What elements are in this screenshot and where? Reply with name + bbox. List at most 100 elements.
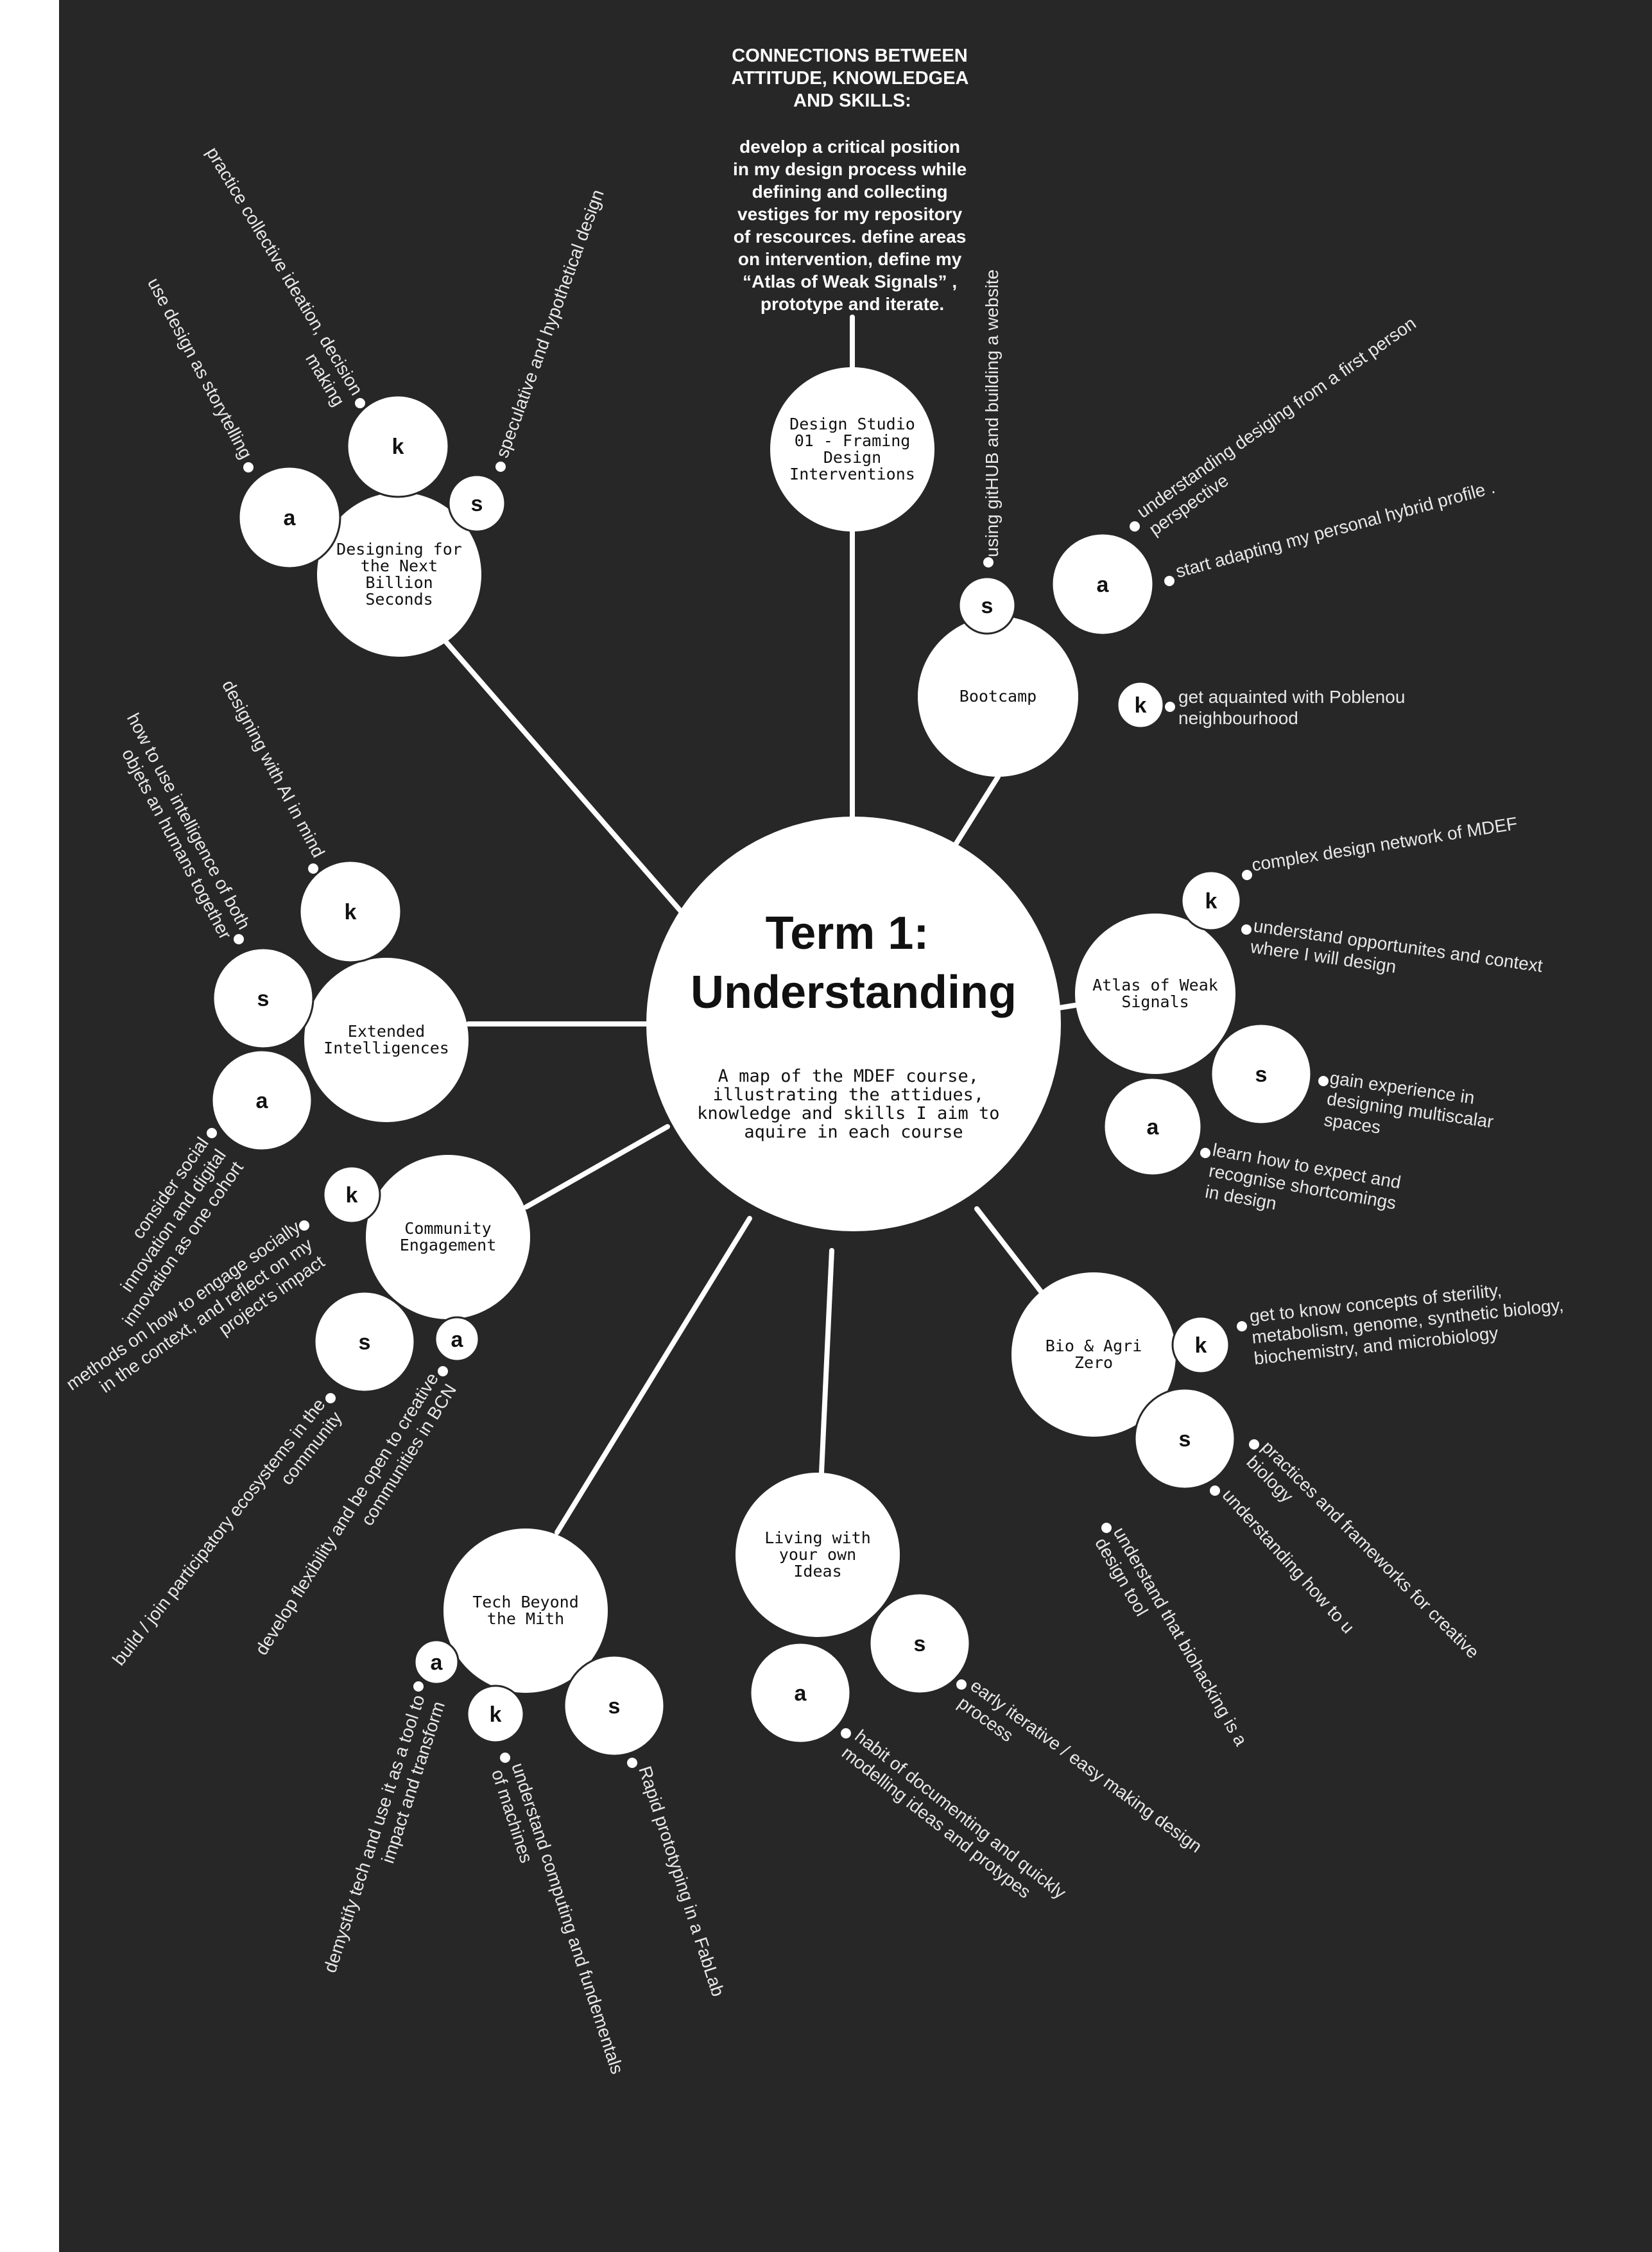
annotation-dot <box>299 1220 309 1231</box>
heading-block: CONNECTIONS BETWEEN ATTITUDE, KNOWLEDGEA… <box>732 46 974 314</box>
a-bubble-billion <box>237 465 341 569</box>
heading-body-line: prototype and iterate. <box>761 294 944 314</box>
heading-title-line: AND SKILLS: <box>793 91 911 111</box>
s-bubble-bootcamp <box>958 576 1017 635</box>
course-label-line: Living with <box>764 1529 871 1547</box>
s-bubble-letter: s <box>359 1330 371 1355</box>
s-bubble-billion <box>447 474 506 533</box>
course-label-line: Zero <box>1074 1353 1113 1372</box>
center-title-line: Understanding <box>691 967 1017 1018</box>
annotation-dot <box>1101 1523 1112 1533</box>
center-title-line: Term 1: <box>766 908 929 959</box>
a-bubble-letter: a <box>1147 1115 1160 1139</box>
annotation-line: get aquainted with Poblenou <box>1178 687 1405 707</box>
course-label-line: Design <box>823 448 881 467</box>
a-bubble-letter: a <box>451 1328 464 1352</box>
center-subtitle-line: knowledge and skills I aim to <box>697 1104 999 1123</box>
k-bubble-billion <box>346 394 450 498</box>
a-bubble-atlas <box>1103 1077 1203 1177</box>
a-bubble-living <box>749 1641 852 1744</box>
course-circle-design-studio <box>770 367 934 532</box>
a-bubble-community <box>434 1316 480 1362</box>
course-label-line: Signals <box>1121 992 1189 1011</box>
course-label-line: the Next <box>361 557 438 575</box>
connector-line-bio-agri <box>974 1206 1044 1294</box>
course-label-line: Bio & Agri <box>1045 1337 1142 1355</box>
heading-title: CONNECTIONS BETWEEN ATTITUDE, KNOWLEDGEA… <box>732 46 974 111</box>
course-circle-living <box>736 1473 900 1637</box>
course-circle-billion <box>317 492 481 657</box>
k-bubble-letter: k <box>490 1702 502 1727</box>
a-bubble-letter: a <box>431 1650 443 1675</box>
k-bubble-bootcamp <box>1116 680 1165 729</box>
course-label-line: the Mith <box>487 1609 564 1628</box>
course-circle-community <box>366 1155 530 1319</box>
annotation-dot <box>355 398 365 408</box>
annotation-dot <box>1200 1148 1210 1158</box>
course-circle-extended <box>304 958 469 1122</box>
k-bubble-extended <box>298 860 402 964</box>
course-label-line: Designing for <box>336 540 462 559</box>
heading-title-line: ATTITUDE, KNOWLEDGEA <box>732 68 969 89</box>
annotation-dot <box>1237 1321 1247 1331</box>
s-bubble-letter: s <box>608 1694 621 1719</box>
course-label-line: 01 - Framing <box>795 431 911 450</box>
heading-body-line: defining and collecting <box>752 182 948 202</box>
heading-body-line: “Atlas of Weak Signals” , <box>743 272 957 291</box>
heading-body-line: vestiges for my repository <box>737 204 963 224</box>
annotation-dot <box>500 1753 510 1763</box>
course-label-line: Seconds <box>365 590 433 609</box>
heading-body-line: in my design process while <box>733 159 967 179</box>
k-bubble-bio-agri <box>1171 1315 1230 1374</box>
s-bubble-bio-agri <box>1133 1387 1236 1490</box>
annotation-dot <box>308 863 318 874</box>
course-label-line: Tech Beyond <box>472 1593 579 1611</box>
center-subtitle-line: A map of the MDEF course, <box>718 1066 979 1086</box>
k-bubble-letter: k <box>346 1183 358 1208</box>
course-label-line: Design Studio <box>789 415 915 433</box>
a-bubble-letter: a <box>1097 573 1110 597</box>
heading-body-line: of rescources. define areas <box>734 227 967 247</box>
annotation-dot <box>495 462 506 472</box>
course-label-line: Billion <box>365 573 433 592</box>
a-bubble-letter: a <box>795 1681 807 1706</box>
course-circle-bootcamp <box>918 616 1078 777</box>
k-bubble-letter: k <box>345 900 357 924</box>
annotation-dot <box>983 557 994 567</box>
course-label-line: your own <box>779 1545 856 1564</box>
course-label-line: Ideas <box>793 1562 841 1581</box>
course-label-line: Interventions <box>789 465 915 483</box>
center-subtitle-line: illustrating the attidues, <box>713 1085 985 1105</box>
connector-line-living <box>819 1248 834 1475</box>
center-circle <box>646 817 1061 1231</box>
a-bubble-extended <box>211 1049 313 1152</box>
k-bubble-letter: k <box>392 435 404 459</box>
course-circle-bio-agri <box>1011 1272 1176 1437</box>
k-bubble-community <box>322 1165 381 1224</box>
annotation-dot <box>1241 924 1252 935</box>
s-bubble-extended <box>212 947 314 1050</box>
k-bubble-tech <box>466 1685 525 1744</box>
s-bubble-letter: s <box>257 987 270 1011</box>
annotation-dot <box>438 1366 448 1376</box>
heading-body: develop a critical position in my design… <box>733 137 972 314</box>
s-bubble-tech <box>563 1654 666 1757</box>
a-bubble-tech <box>413 1639 460 1685</box>
annotation-dot <box>841 1728 851 1738</box>
annotation-dot <box>627 1758 637 1768</box>
connector-line-community <box>524 1124 670 1209</box>
connector-line-tech <box>555 1216 752 1535</box>
a-bubble-letter: a <box>256 1089 269 1113</box>
annotation-dot <box>413 1681 424 1692</box>
annotation-line: using gitHUB and building a website <box>982 270 1002 557</box>
s-bubble-living <box>868 1592 971 1695</box>
s-bubble-letter: s <box>471 492 483 516</box>
